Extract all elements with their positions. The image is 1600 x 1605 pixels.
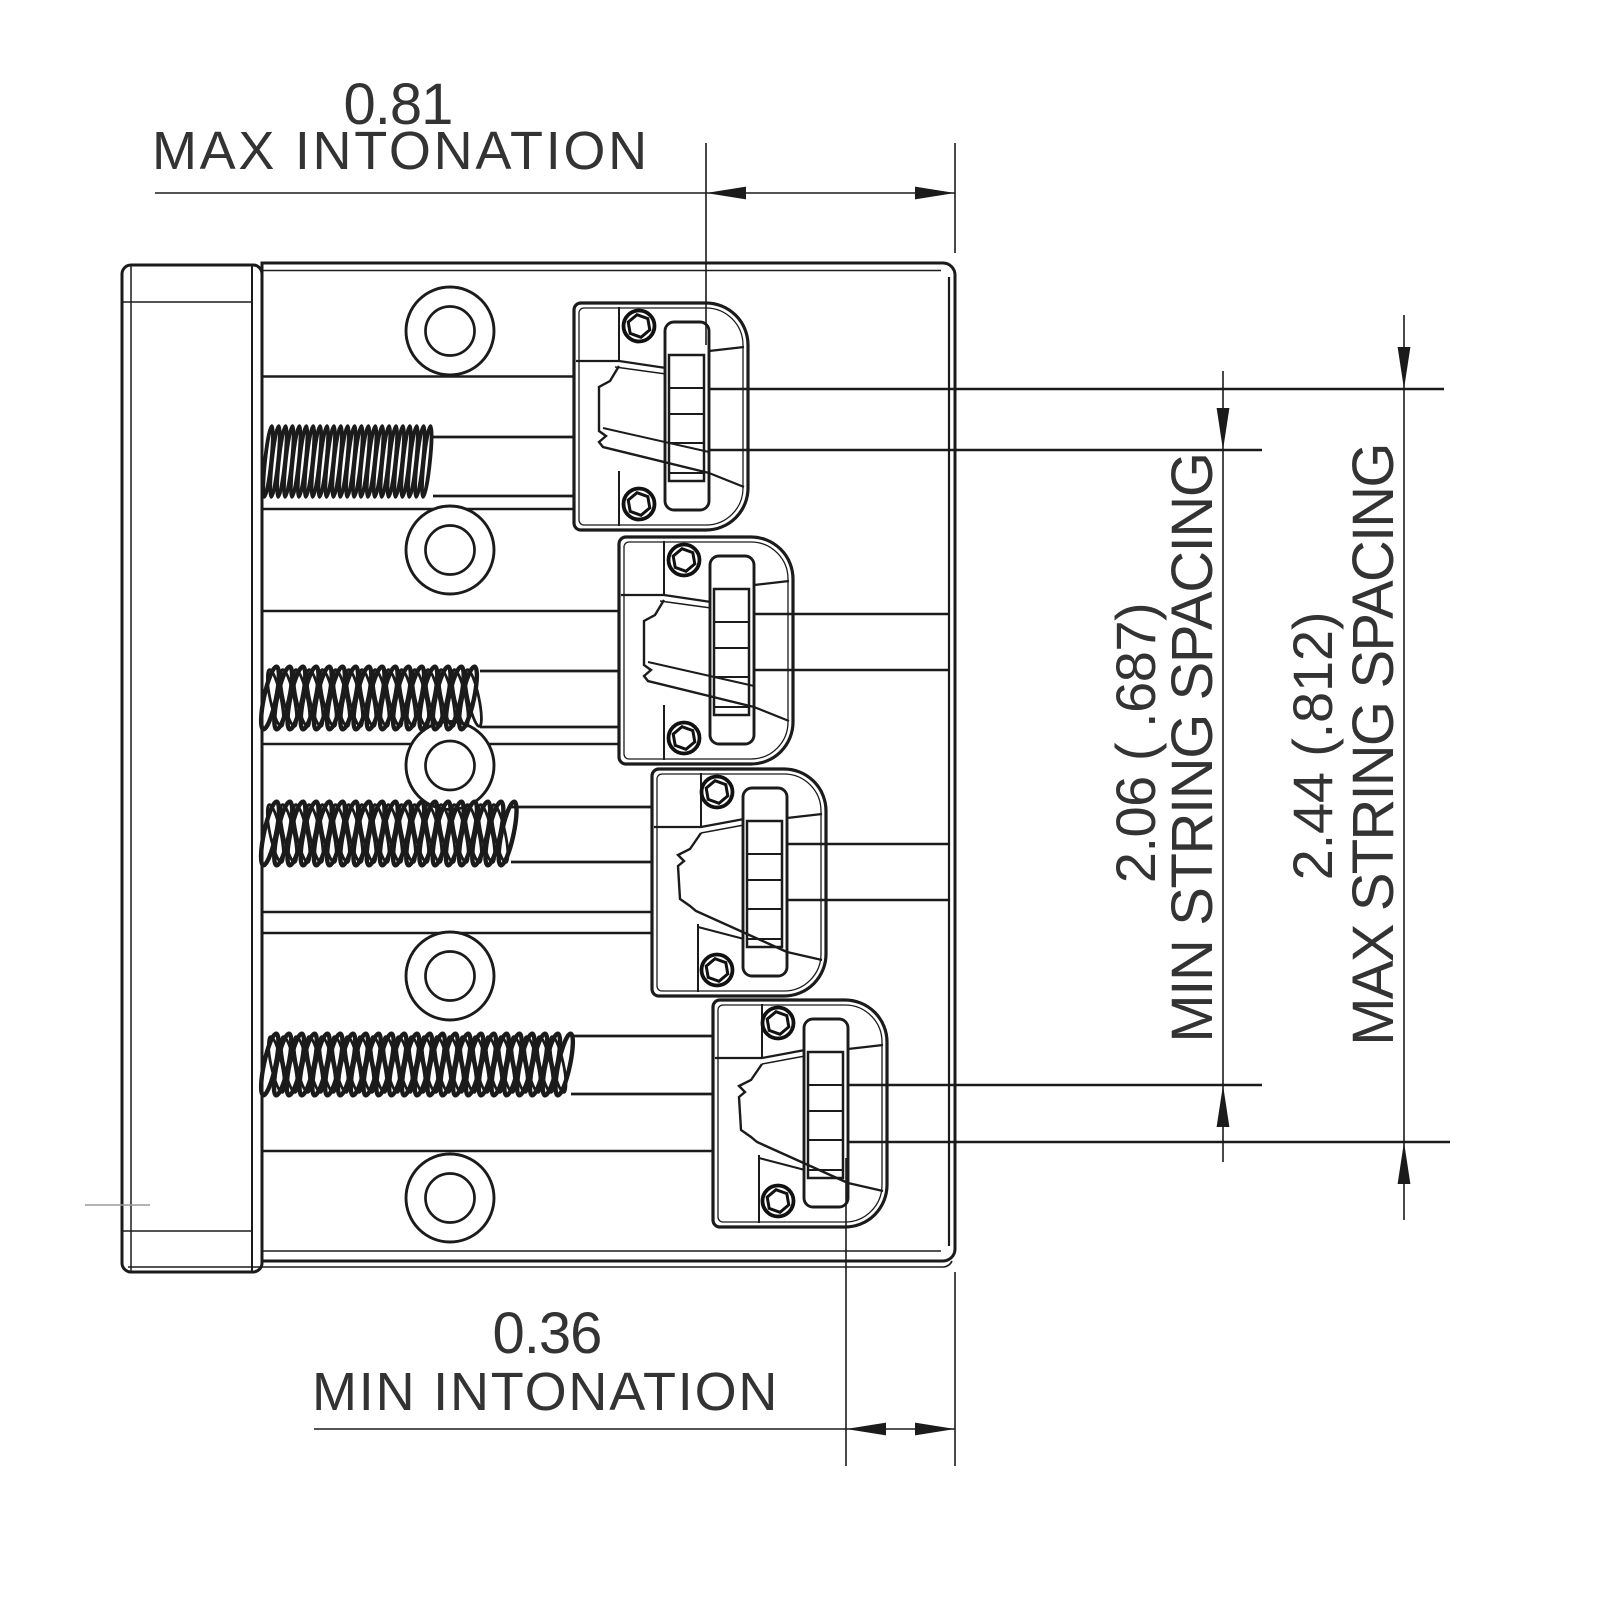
svg-text:MAX INTONATION: MAX INTONATION	[152, 121, 650, 181]
svg-text:MIN STRING SPACING: MIN STRING SPACING	[1160, 453, 1225, 1042]
svg-text:0.81: 0.81	[344, 72, 453, 137]
svg-text:2.06 ( .687): 2.06 ( .687)	[1104, 603, 1167, 883]
svg-text:2.44 (.812): 2.44 (.812)	[1281, 612, 1344, 881]
svg-text:MIN INTONATION: MIN INTONATION	[312, 1362, 779, 1422]
svg-text:0.36: 0.36	[493, 1301, 602, 1366]
svg-text:MAX STRING SPACING: MAX STRING SPACING	[1341, 444, 1406, 1045]
